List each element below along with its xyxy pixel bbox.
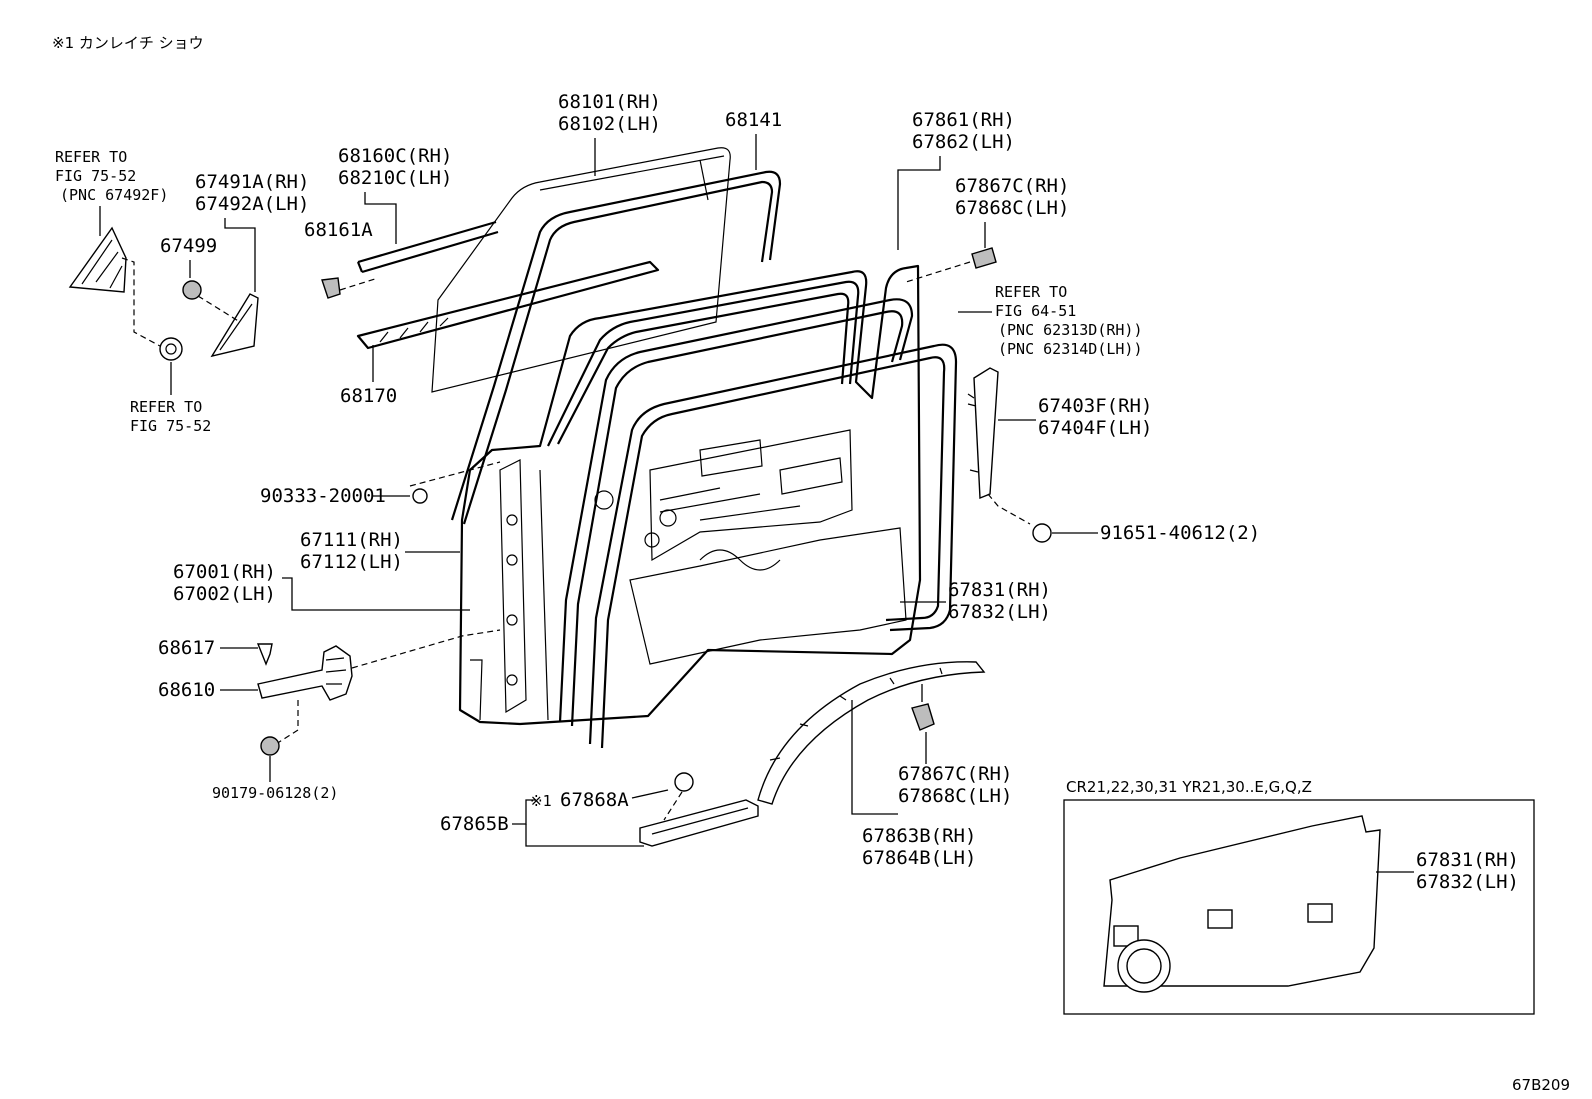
label-67868c-top: 67868C(LH) (955, 197, 1069, 219)
plug-90333-part (412, 488, 428, 504)
door-outside-moulding-part (973, 367, 999, 500)
inset-label-67832: 67832(LH) (1416, 871, 1519, 893)
figure-id: 67B209 (1512, 1076, 1570, 1094)
clip-67867c-top-part (971, 247, 997, 269)
label-67112: 67112(LH) (300, 551, 403, 573)
clip-68161a-part (321, 277, 341, 299)
label-refer-fig-64-51-pnc-lh: (PNC 62314D(LH)) (998, 340, 1143, 358)
lower-moulding-group: 67867C(RH) 67868C(LH) 67863B(RH) 67864B(… (757, 661, 1012, 869)
door-labels-right: 67861(RH) 67862(LH) 67867C(RH) 67868C(LH… (897, 109, 1143, 358)
label-67831: 67831(RH) (948, 579, 1051, 601)
glass-run-channel-part (450, 170, 782, 521)
label-67865b: 67865B (440, 813, 509, 835)
label-67863b: 67863B(RH) (862, 825, 976, 847)
label-67861: 67861(RH) (912, 109, 1015, 131)
label-refer-fig-75-52-top: REFER TO (55, 148, 127, 166)
label-refer-fig-75-52-top-pnc: (PNC 67492F) (60, 186, 168, 204)
label-refer-fig-64-51: REFER TO (995, 283, 1067, 301)
label-67832: 67832(LH) (948, 601, 1051, 623)
clip-67868a-part (674, 772, 694, 792)
opening-weatherstrip-part (588, 343, 958, 745)
label-67404f: 67404F(LH) (1038, 417, 1152, 439)
label-67867c-bottom: 67867C(RH) (898, 763, 1012, 785)
label-90179: 90179-06128(2) (212, 784, 338, 802)
scuff-plate-part (639, 799, 759, 847)
label-68161a: 68161A (304, 219, 373, 241)
door-glass-part (431, 147, 731, 393)
label-67491a: 67491A(RH) (195, 171, 309, 193)
door-lower-moulding-part (757, 661, 986, 805)
label-67867c-top: 67867C(RH) (955, 175, 1069, 197)
label-refer-fig-64-51-pnc-rh: (PNC 62313D(RH)) (998, 321, 1143, 339)
scuff-plate-group: ※1 67868A 67865B (440, 772, 759, 847)
label-67492a: 67492A(LH) (195, 193, 309, 215)
label-68102: 68102(LH) (558, 113, 661, 135)
corner-cover-part (210, 293, 259, 358)
clip-67867c-bottom-part (911, 703, 935, 731)
label-67868a: 67868A (560, 789, 629, 811)
label-67864b: 67864B(LH) (862, 847, 976, 869)
label-refer-fig-75-52-top-fig: FIG 75-52 (55, 167, 136, 185)
label-68617: 68617 (158, 637, 215, 659)
belt-weatherstrip-inner-part (356, 260, 660, 350)
label-68610: 68610 (158, 679, 215, 701)
label-68101: 68101(RH) (558, 91, 661, 113)
door-weatherstrip-part (558, 298, 914, 723)
clip-67499-part (182, 280, 202, 300)
mirror-clip-part (159, 337, 183, 361)
label-68141: 68141 (725, 109, 782, 131)
weatherstrip-labels: 67831(RH) 67832(LH) (900, 579, 1051, 623)
label-67868a-mark: ※1 (530, 792, 552, 810)
front-door-panel-part (458, 264, 922, 726)
label-refer-fig-64-51-fig: FIG 64-51 (995, 302, 1076, 320)
bolt-90179-part (260, 736, 280, 756)
header-note: ※1 カンレイチ ショウ (52, 34, 204, 52)
label-67403f: 67403F(RH) (1038, 395, 1152, 417)
door-check-group: 68617 68610 90179-06128(2) (158, 629, 501, 802)
inset-caption: CR21,22,30,31 YR21,30..E,G,Q,Z (1066, 778, 1312, 796)
belt-moulding-outer-part (356, 220, 499, 274)
pin-68617-part (256, 643, 273, 666)
label-refer-fig-75-52-bottom-fig: FIG 75-52 (130, 417, 211, 435)
label-67499: 67499 (160, 235, 217, 257)
label-67002: 67002(LH) (173, 583, 276, 605)
inset-panel: CR21,22,30,31 YR21,30..E,G,Q,Z 67831(RH)… (1063, 778, 1535, 1015)
door-labels-left: 90333-20001 67111(RH) 67112(LH) 67001(RH… (173, 461, 501, 611)
label-refer-fig-75-52-bottom: REFER TO (130, 398, 202, 416)
label-67001: 67001(RH) (173, 561, 276, 583)
door-check-part (257, 645, 353, 701)
label-91651: 91651-40612(2) (1100, 522, 1260, 544)
label-67862: 67862(LH) (912, 131, 1015, 153)
belt-moulding-group: 68160C(RH) 68210C(LH) 68161A 68170 (304, 145, 660, 407)
label-68170: 68170 (340, 385, 397, 407)
inset-frame (1063, 799, 1535, 1015)
label-68210c: 68210C(LH) (338, 167, 452, 189)
outside-handle-group: 67403F(RH) 67404F(LH) 91651-40612(2) (967, 367, 1260, 544)
inset-door-trim-part (1103, 815, 1381, 987)
inset-label-67831: 67831(RH) (1416, 849, 1519, 871)
mirror-base-group: REFER TO FIG 75-52 (PNC 67492F) REFER TO… (55, 148, 211, 435)
label-67111: 67111(RH) (300, 529, 403, 551)
bolt-91651-part (1032, 523, 1052, 543)
door-panel-group (458, 264, 958, 749)
label-67868c-bottom: 67868C(LH) (898, 785, 1012, 807)
label-68160c: 68160C(RH) (338, 145, 452, 167)
label-90333: 90333-20001 (260, 485, 386, 507)
corner-cover-group: 67491A(RH) 67492A(LH) 67499 (160, 171, 309, 358)
door-glass-group: 68101(RH) 68102(LH) 68141 (431, 91, 782, 525)
